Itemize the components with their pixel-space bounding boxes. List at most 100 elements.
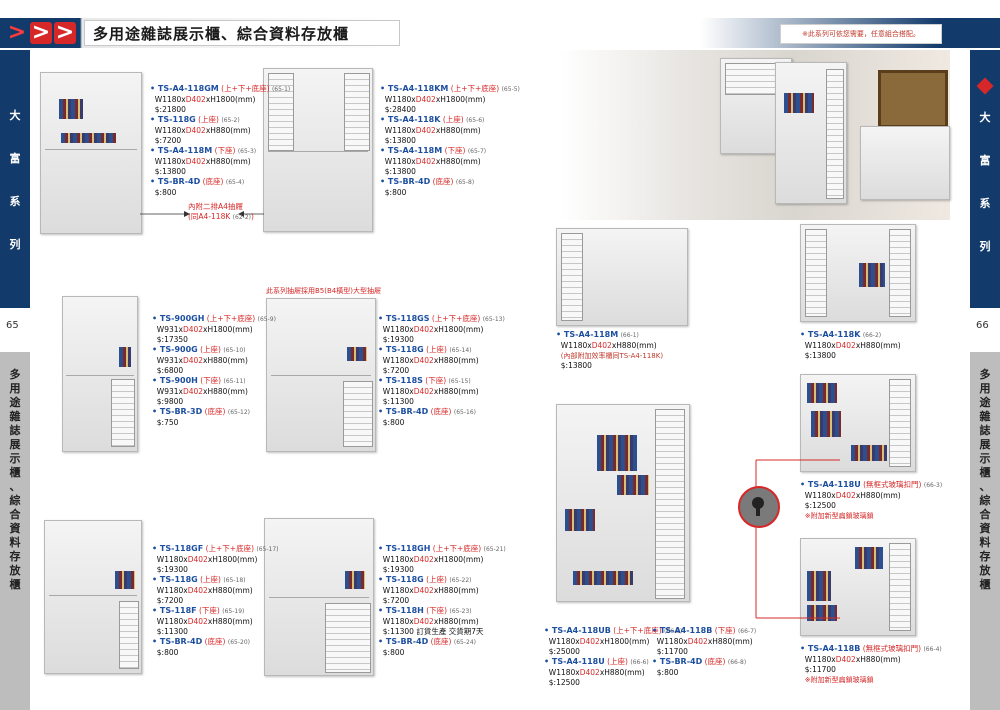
model-name: TS-BR-4D <box>150 177 200 186</box>
model-name: TS-900G <box>152 345 198 354</box>
price: $:11700 <box>656 647 688 656</box>
cabinet-photo-ts-900gh <box>62 296 138 452</box>
model-name: TS-118G <box>150 115 196 124</box>
spec-group: TS-A4-118B (無框式玻璃扣門) (66-4) W1180xD402xH… <box>800 644 942 685</box>
chevron-right-icon: > <box>30 20 52 45</box>
chevron-right-icon: > <box>7 20 27 45</box>
spec-group: TS-A4-118M (66-1) W1180xD402xH880(mm) (內… <box>556 330 663 371</box>
model-name: TS-118GF <box>152 544 203 553</box>
price: $:19300 <box>382 335 414 344</box>
spec-group: TS-A4-118GM (上+下+底座) (65-1) W1180xD402xH… <box>150 84 290 198</box>
price: $:800 <box>382 418 405 427</box>
callout-arrows <box>140 211 264 217</box>
right-series-strip: 大 富 系 列 <box>970 50 1000 308</box>
cabinet-photo-ts-a4-118ub <box>556 404 690 602</box>
model-name: TS-A4-118U <box>544 657 605 666</box>
model-name: TS-A4-118KM <box>380 84 448 93</box>
left-category-strip: 多用 途雜 誌展 示櫃 、綜 合資 料存 放櫃 <box>0 352 30 710</box>
price: $:800 <box>154 188 177 197</box>
cabinet-photo-ts-a4-118b <box>800 538 916 636</box>
model-name: TS-900GH <box>152 314 204 323</box>
model-name: TS-A4-118K <box>800 330 860 339</box>
price: $:13800 <box>560 361 592 370</box>
cabinet-photo-ts-118gf <box>44 520 142 674</box>
page-title: 多用途雜誌展示櫃、綜合資料存放櫃 <box>84 20 400 46</box>
price: $:800 <box>382 648 405 657</box>
model-name: TS-BR-4D <box>378 407 428 416</box>
model-name: TS-118G <box>378 345 424 354</box>
model-name: TS-A4-118GM <box>150 84 219 93</box>
spec-group: TS-A4-118B (下座) (66-7) W1180xD402xH880(m… <box>652 626 756 678</box>
price: $:7200 <box>382 366 410 375</box>
cabinet-photo-ts-a4-118gm <box>40 72 142 234</box>
series-note: ※此系列可依您需要，任意組合搭配。 <box>780 24 942 44</box>
b5-drawer-note: 此系列抽屜採用B5(B4橫型)大型抽屜 <box>266 287 381 295</box>
model-name: TS-118GH <box>378 544 430 553</box>
model-name: TS-BR-4D <box>380 177 430 186</box>
model-name: TS-A4-118M <box>380 146 442 155</box>
price: $:7200 <box>382 596 410 605</box>
model-name: TS-118S <box>378 376 423 385</box>
price: $:9800 <box>156 397 184 406</box>
cabinet-photo-ts-118gh <box>264 518 374 676</box>
model-name: TS-A4-118M <box>150 146 212 155</box>
price: $:750 <box>156 418 179 427</box>
price: $:11300 訂貨生產 交貨期7天 <box>382 627 484 636</box>
model-name: TS-BR-4D <box>378 637 428 646</box>
price: $:25000 <box>548 647 580 656</box>
model-name: TS-BR-4D <box>152 637 202 646</box>
spec-group: TS-118GF (上+下+底座) (65-17) W1180xD402xH18… <box>152 544 279 658</box>
price: $:800 <box>656 668 679 677</box>
model-name: TS-118F <box>152 606 197 615</box>
price: $:11300 <box>382 397 414 406</box>
model-name: TS-900H <box>152 376 198 385</box>
model-name: TS-118GS <box>378 314 429 323</box>
model-name: TS-A4-118B <box>652 626 712 635</box>
model-name: TS-BR-4D <box>652 657 702 666</box>
spec-group: TS-118GH (上+下+底座) (65-21) W1180xD402xH18… <box>378 544 506 658</box>
left-series-label: 大 富 系 列 <box>9 109 21 251</box>
price: $:12500 <box>548 678 580 687</box>
price: $:7200 <box>156 596 184 605</box>
model-name: TS-BR-3D <box>152 407 202 416</box>
cabinet-photo-ts-118gs <box>266 298 376 452</box>
model-name: TS-A4-118U <box>800 480 861 489</box>
cabinet-photo-ts-a4-118m-p66 <box>556 228 688 326</box>
spec-group: TS-A4-118UB (上+下+底座) (66-5) W1180xD402xH… <box>544 626 682 688</box>
right-series-label: 大 富 系 列 <box>979 111 991 253</box>
spec-group: TS-900GH (上+下+底座) (65-9) W931xD402xH1800… <box>152 314 276 428</box>
left-page-number: 65 <box>6 320 19 331</box>
price: $:11700 <box>804 665 836 674</box>
model-name: TS-A4-118UB <box>544 626 611 635</box>
price: $:7200 <box>154 136 182 145</box>
price: $:13800 <box>154 167 186 176</box>
spec-group: TS-A4-118KM (上+下+底座) (65-5) W1180xD402xH… <box>380 84 520 198</box>
cabinet-photo-ts-a4-118u <box>800 374 916 472</box>
price: $:21800 <box>154 105 186 114</box>
price: $:19300 <box>156 565 188 574</box>
spec-group: TS-118GS (上+下+底座) (65-13) W1180xD402xH18… <box>378 314 505 428</box>
spec-group: TS-A4-118U (無框式玻璃扣門) (66-3) W1180xD402xH… <box>800 480 942 521</box>
price: $:12500 <box>804 501 836 510</box>
cabinet-photo-ts-a4-118k-p66 <box>800 224 916 322</box>
left-category-label: 多用 途雜 誌展 示櫃 、綜 合資 料存 放櫃 <box>9 368 21 591</box>
price: $:11300 <box>156 627 188 636</box>
price: $:13800 <box>804 351 836 360</box>
model-name: TS-118H <box>378 606 424 615</box>
right-category-label: 多用 途雜 誌展 示櫃 、綜 合資 料存 放櫃 <box>979 368 991 591</box>
right-category-strip: 多用 途雜 誌展 示櫃 、綜 合資 料存 放櫃 <box>970 352 1000 710</box>
price: $:800 <box>384 188 407 197</box>
spec-group: TS-A4-118K (66-2) W1180xD402xH880(mm) $:… <box>800 330 901 361</box>
price: $:800 <box>156 648 179 657</box>
price: $:17350 <box>156 335 188 344</box>
price: $:13800 <box>384 167 416 176</box>
chevron-right-icon: > <box>54 20 76 45</box>
price: $:6800 <box>156 366 184 375</box>
left-series-strip: 大 富 系 列 <box>0 50 30 308</box>
price: $:13800 <box>384 136 416 145</box>
model-name: TS-A4-118B <box>800 644 860 653</box>
model-name: TS-A4-118M <box>556 330 618 339</box>
cabinet-photo-ts-a4-118km <box>263 68 373 232</box>
price: $:19300 <box>382 565 414 574</box>
right-page-number: 66 <box>976 320 989 331</box>
